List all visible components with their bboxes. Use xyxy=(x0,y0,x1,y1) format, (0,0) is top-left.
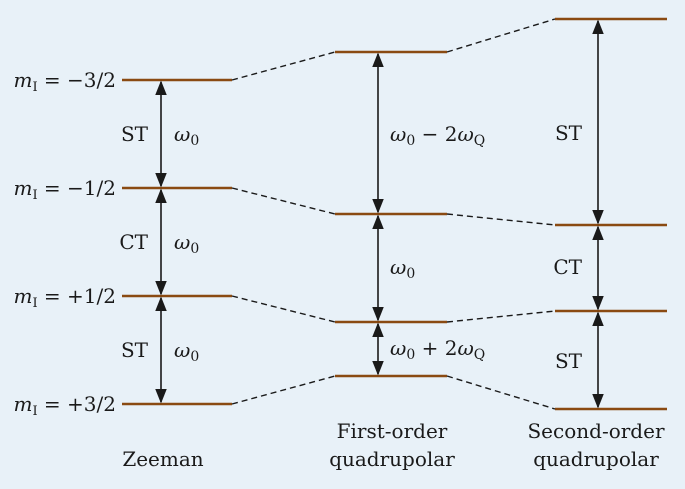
first-order-transition-2: ω0 xyxy=(390,255,415,282)
zeeman-transition-type-3: ST xyxy=(121,338,149,362)
connector-f-s-3 xyxy=(446,310,556,323)
zeeman-transition-freq-1: ω0 xyxy=(174,122,199,149)
level-label-4: mI = +3/2 xyxy=(13,392,116,419)
second-order-transition-2: CT xyxy=(553,255,582,279)
connector-z-f-1 xyxy=(231,51,336,81)
first-order-transition-3: ω0 + 2ωQ xyxy=(390,336,485,363)
zeeman-transition-freq-3: ω0 xyxy=(174,338,199,365)
zeeman-transition-freq-2: ω0 xyxy=(174,230,199,257)
first-order-transition-1: ω0 − 2ωQ xyxy=(390,122,485,149)
zeeman-transition-type-1: ST xyxy=(121,122,149,146)
column-title-second-order-line1: Second-order xyxy=(527,419,664,443)
column-title-second-order-line2: quadrupolar xyxy=(533,447,659,471)
connector-z-f-2 xyxy=(231,187,336,215)
connector-f-s-4 xyxy=(446,375,556,410)
level-label-1: mI = −3/2 xyxy=(13,68,116,95)
connector-f-s-2 xyxy=(446,213,556,226)
level-label-3: mI = +1/2 xyxy=(13,284,116,311)
connector-f-s-1 xyxy=(446,18,556,53)
column-title-zeeman: Zeeman xyxy=(122,447,203,471)
column-title-first-order-line1: First-order xyxy=(337,419,448,443)
connector-z-f-4 xyxy=(231,375,336,405)
second-order-transition-1: ST xyxy=(555,121,583,145)
column-title-first-order-line2: quadrupolar xyxy=(329,447,455,471)
second-order-transition-3: ST xyxy=(555,349,583,373)
zeeman-transition-type-2: CT xyxy=(119,230,148,254)
connector-z-f-3 xyxy=(231,295,336,323)
level-label-2: mI = −1/2 xyxy=(13,176,116,203)
